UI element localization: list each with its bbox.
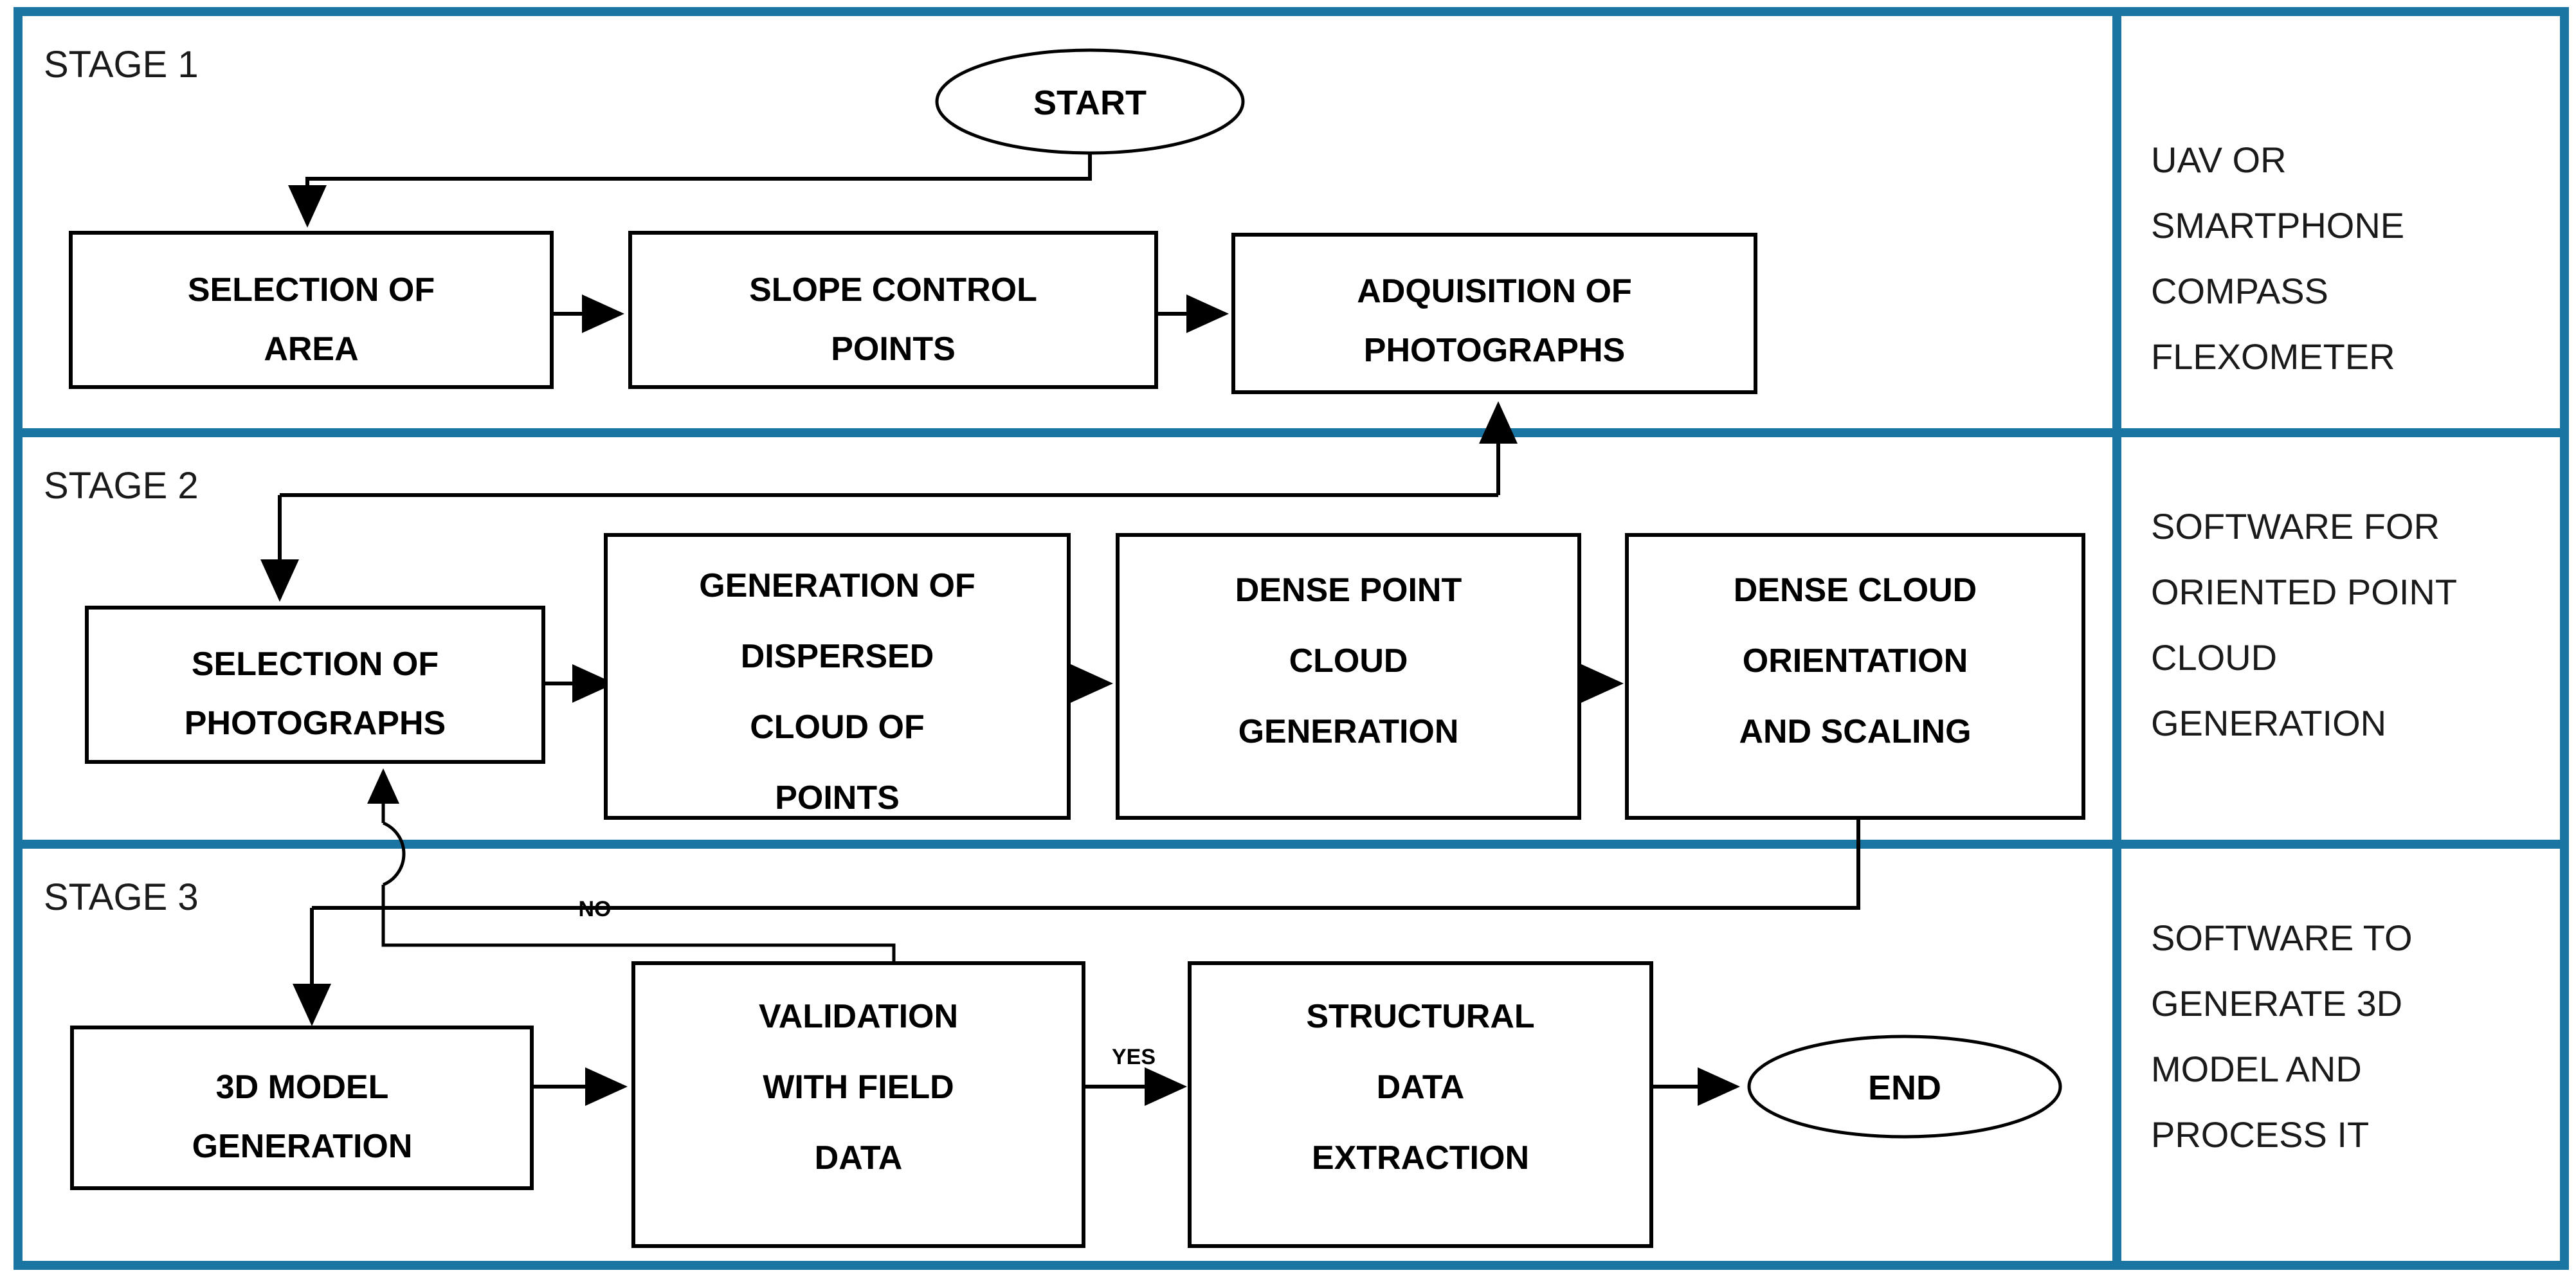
edge-stage2-to-adquisition: [280, 401, 1518, 497]
node-adquisition-of-photographs: ADQUISITION OF PHOTOGRAPHS: [1231, 233, 1757, 394]
edge-validation-to-structural: YES: [1084, 1045, 1187, 1106]
densepoint-line2: CLOUD: [1289, 642, 1408, 680]
side-stage2-line2: ORIENTED POINT: [2151, 572, 2457, 612]
dispersed-line3: CLOUD OF: [750, 709, 925, 746]
side-stage3-line2: GENERATE 3D: [2151, 983, 2402, 1024]
stage-1-label: STAGE 1: [44, 44, 199, 86]
edge-label-yes: YES: [1112, 1045, 1156, 1069]
node-validation-with-field-data: VALIDATION WITH FIELD DATA: [631, 961, 1085, 1248]
node-3d-model-generation: 3D MODEL GENERATION: [70, 1026, 534, 1190]
densepoint-line3: GENERATION: [1238, 713, 1459, 750]
side-stage3-line4: PROCESS IT: [2151, 1114, 2369, 1155]
node-dense-cloud-orientation-scaling: DENSE CLOUD ORIENTATION AND SCALING: [1625, 533, 2085, 820]
dispersed-line4: POINTS: [775, 779, 900, 817]
selection-of-photographs-line2: PHOTOGRAPHS: [185, 705, 446, 742]
side-stage1-line3: COMPASS: [2151, 271, 2328, 311]
end-terminal: END: [1747, 1035, 2062, 1139]
node-selection-of-area: SELECTION OF AREA: [69, 231, 554, 389]
denseorient-line1: DENSE CLOUD: [1734, 572, 1977, 609]
structural-line1: STRUCTURAL: [1306, 998, 1534, 1035]
side-stage2-line1: SOFTWARE FOR: [2151, 506, 2440, 547]
side-text-stage-2: SOFTWARE FOR ORIENTED POINT CLOUD GENERA…: [2151, 506, 2457, 743]
selection-of-area-line2: AREA: [264, 330, 358, 368]
side-stage2-line4: GENERATION: [2151, 703, 2386, 743]
densepoint-line1: DENSE POINT: [1235, 572, 1462, 609]
side-stage3-line3: MODEL AND: [2151, 1049, 2362, 1089]
node-slope-control-points: SLOPE CONTROL POINTS: [628, 231, 1158, 389]
side-stage3-line1: SOFTWARE TO: [2151, 918, 2413, 958]
end-terminal-label: END: [1868, 1069, 1941, 1107]
side-stage1-line4: FLEXOMETER: [2151, 336, 2395, 377]
denseorient-line3: AND SCALING: [1739, 713, 1971, 750]
slope-control-points-line1: SLOPE CONTROL: [749, 271, 1037, 309]
start-terminal-label: START: [1033, 84, 1147, 122]
validation-line1: VALIDATION: [759, 998, 958, 1035]
validation-line2: WITH FIELD: [763, 1069, 954, 1106]
dispersed-line1: GENERATION OF: [699, 567, 975, 604]
node-dense-point-cloud-generation: DENSE POINT CLOUD GENERATION: [1116, 533, 1581, 820]
structural-line2: DATA: [1377, 1069, 1465, 1106]
stage-3-label: STAGE 3: [44, 876, 199, 918]
slope-control-points-line2: POINTS: [831, 330, 956, 368]
side-text-stage-3: SOFTWARE TO GENERATE 3D MODEL AND PROCES…: [2151, 918, 2413, 1155]
adquisition-line1: ADQUISITION OF: [1357, 273, 1632, 310]
edge-start-to-selection-of-area: [288, 153, 1092, 228]
node-selection-of-photographs: SELECTION OF PHOTOGRAPHS: [85, 606, 545, 764]
frame-outer-border: [14, 7, 2569, 1270]
node-structural-data-extraction: STRUCTURAL DATA EXTRACTION: [1188, 961, 1653, 1248]
denseorient-line2: ORIENTATION: [1743, 642, 1968, 680]
model3d-line1: 3D MODEL: [216, 1069, 389, 1106]
selection-of-photographs-line1: SELECTION OF: [192, 646, 439, 683]
selection-of-area-line1: SELECTION OF: [188, 271, 435, 309]
edge-stage2-to-stage3: [293, 818, 1860, 1026]
start-terminal: START: [935, 48, 1245, 155]
model3d-line2: GENERATION: [192, 1128, 413, 1165]
node-generation-of-dispersed-cloud: GENERATION OF DISPERSED CLOUD OF POINTS: [604, 533, 1071, 820]
edge-label-no: NO: [579, 897, 612, 921]
side-text-stage-1: UAV OR SMARTPHONE COMPASS FLEXOMETER: [2151, 140, 2404, 377]
side-stage1-line2: SMARTPHONE: [2151, 205, 2404, 246]
side-stage1-line1: UAV OR: [2151, 140, 2287, 180]
structural-line3: EXTRACTION: [1312, 1139, 1529, 1177]
adquisition-line2: PHOTOGRAPHS: [1364, 332, 1625, 369]
stage-2-label: STAGE 2: [44, 465, 199, 507]
dispersed-line2: DISPERSED: [741, 638, 934, 675]
validation-line3: DATA: [815, 1139, 903, 1177]
side-stage2-line3: CLOUD: [2151, 637, 2277, 678]
